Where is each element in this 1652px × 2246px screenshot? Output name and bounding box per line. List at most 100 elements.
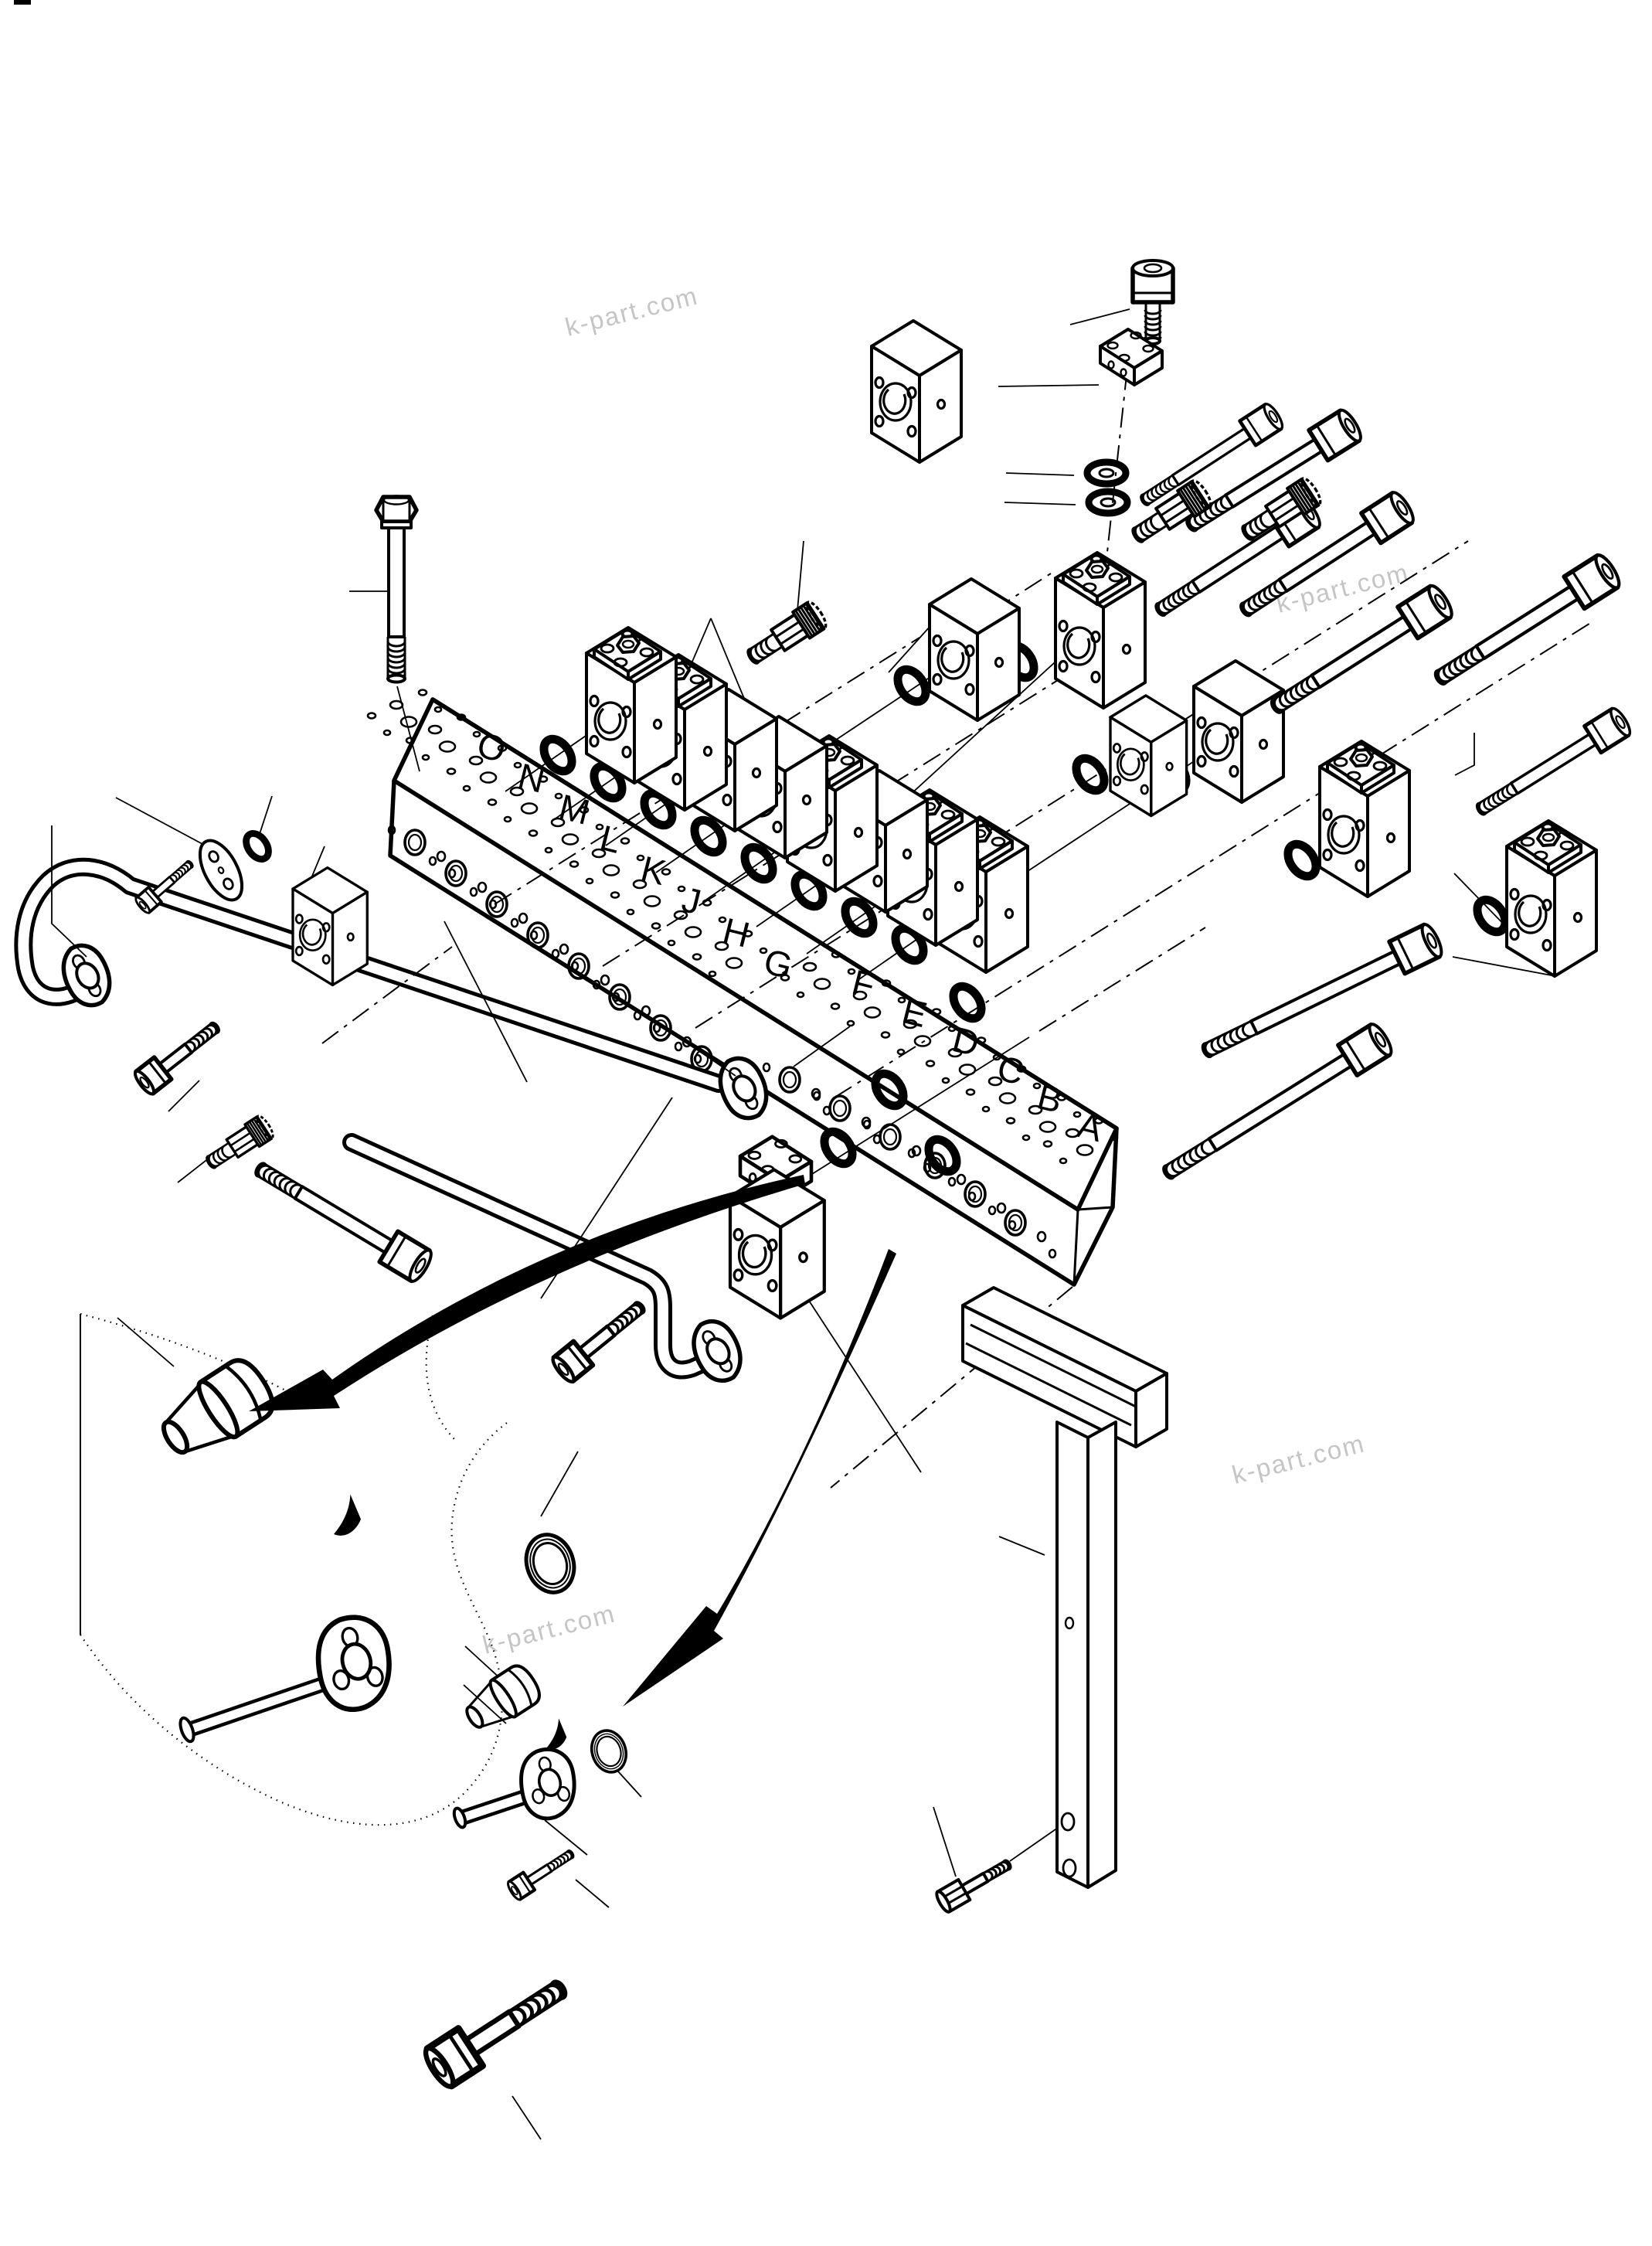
manifold-port-hole bbox=[992, 1053, 1001, 1061]
manifold-port-hole bbox=[436, 850, 447, 863]
manifold-port-hole bbox=[1032, 1082, 1042, 1090]
manifold-port-hole bbox=[759, 947, 768, 955]
manifold-port-hole bbox=[964, 1180, 987, 1208]
manifold-port-hole bbox=[1056, 1094, 1067, 1101]
manifold-port-hole bbox=[1042, 1140, 1053, 1148]
manifold-port-hole bbox=[387, 825, 396, 835]
manifold-port-hole bbox=[653, 1019, 668, 1037]
direction-arrow bbox=[546, 1717, 569, 1751]
manifold-port-hole bbox=[708, 970, 717, 978]
manifold-port-hole bbox=[1076, 1144, 1094, 1156]
spacer-block bbox=[870, 319, 963, 464]
manifold-port-hole bbox=[600, 974, 610, 986]
manifold-port-hole bbox=[987, 1076, 1003, 1087]
manifold-port-hole bbox=[1028, 1104, 1043, 1115]
manifold-port-hole bbox=[673, 910, 688, 921]
manifold-port-hole bbox=[896, 1048, 906, 1056]
manifold-port-hole bbox=[958, 1063, 977, 1076]
manifold-port-hole bbox=[626, 908, 635, 916]
manifold-port-hole bbox=[796, 991, 805, 999]
manifold-port-hole bbox=[428, 856, 437, 866]
hex-bolt bbox=[933, 1852, 1017, 1915]
manifold-port-hole bbox=[636, 854, 645, 862]
manifold-port-hole bbox=[947, 1047, 963, 1058]
end-cover-block bbox=[1109, 694, 1188, 818]
manifold-port-hole bbox=[780, 974, 790, 982]
manifold-port-hole bbox=[567, 952, 590, 980]
o-ring bbox=[892, 665, 932, 707]
manifold-port-hole bbox=[641, 1005, 651, 1017]
manifold-port-hole bbox=[996, 1202, 1007, 1214]
detail-callout-2 bbox=[452, 1249, 896, 1901]
manifold-port-hole bbox=[520, 802, 539, 815]
manifold-port-hole bbox=[469, 886, 478, 897]
pipe-assembly-lower bbox=[342, 1133, 716, 1380]
manifold-port-hole bbox=[1059, 1157, 1068, 1165]
socket-head-bolt bbox=[132, 1015, 226, 1096]
o-ring bbox=[1472, 895, 1511, 938]
hydraulic-fitting bbox=[151, 1353, 280, 1469]
manifold-port-hole bbox=[881, 979, 892, 987]
manifold-port-hole bbox=[661, 868, 671, 876]
pipe-flange-detail bbox=[452, 1744, 583, 1829]
manifold-port-hole bbox=[518, 912, 529, 924]
manifold-port-hole bbox=[585, 877, 594, 885]
hydraulic-fitting bbox=[740, 597, 831, 673]
manifold-port-hole bbox=[610, 891, 620, 899]
manifold-port-hole bbox=[831, 951, 841, 958]
manifold-port-hole bbox=[813, 978, 831, 990]
manifold-port-hole bbox=[569, 860, 580, 868]
manifold-port-hole bbox=[897, 996, 906, 1004]
manifold-port-hole bbox=[925, 1060, 936, 1067]
o-ring bbox=[1071, 754, 1110, 796]
manifold-port-hole bbox=[643, 895, 661, 907]
manifold-port-hole bbox=[456, 713, 467, 721]
manifold-port-hole bbox=[812, 1091, 821, 1101]
manifold-port-hole bbox=[1008, 1213, 1023, 1232]
manifold-port-hole bbox=[941, 1077, 950, 1084]
manifold-port-hole bbox=[1021, 1134, 1031, 1142]
manifold-port-hole bbox=[1072, 1111, 1082, 1118]
socket-head-bolt bbox=[1196, 922, 1445, 1068]
manifold-port-hole bbox=[462, 784, 471, 792]
manifold-port-hole bbox=[998, 1092, 1017, 1104]
manifold-port-hole bbox=[579, 806, 590, 814]
o-ring bbox=[585, 1724, 633, 1778]
manifold-port-hole bbox=[1093, 1117, 1104, 1125]
manifold-port-hole bbox=[438, 740, 457, 753]
manifold-port-hole bbox=[503, 815, 512, 823]
manifold-port-hole bbox=[830, 1002, 841, 1010]
manifold-port-hole bbox=[651, 922, 661, 930]
valve-block bbox=[585, 626, 678, 784]
manifold-port-hole bbox=[403, 829, 427, 856]
manifold-port-hole bbox=[608, 983, 631, 1011]
callout-arrow bbox=[249, 1175, 805, 1411]
end-cover-block bbox=[1192, 659, 1285, 804]
manifold-port-hole bbox=[1048, 1248, 1057, 1259]
o-ring bbox=[519, 1529, 582, 1599]
manifold-port-hole bbox=[743, 930, 753, 938]
manifold-port-hole bbox=[448, 864, 464, 883]
hex-bolt bbox=[376, 496, 416, 682]
manifold-port-hole bbox=[852, 990, 868, 1001]
manifold-port-hole bbox=[846, 1019, 855, 1027]
manifold-port-hole bbox=[902, 1019, 918, 1029]
manifold-port-hole bbox=[544, 846, 553, 854]
manifold-port-hole bbox=[682, 1036, 692, 1048]
manifold-port-hole bbox=[931, 1008, 942, 1016]
manifold-port-hole bbox=[947, 1176, 957, 1187]
socket-head-bolt bbox=[550, 1294, 652, 1384]
manifold-port-hole bbox=[649, 1014, 672, 1042]
manifold-port-hole bbox=[602, 864, 620, 876]
manifold-port-hole bbox=[694, 1050, 709, 1068]
manifold-port-hole bbox=[880, 1031, 891, 1039]
manifold-port-hole bbox=[667, 939, 676, 947]
manifold-port-hole bbox=[561, 833, 580, 846]
washer bbox=[1087, 462, 1126, 484]
direction-arrow bbox=[333, 1492, 365, 1539]
manifold-port-hole bbox=[947, 1025, 957, 1033]
manifold-port-hole bbox=[976, 1036, 987, 1044]
manifold-port-hole bbox=[674, 1041, 683, 1052]
manifold-port-hole bbox=[595, 823, 604, 831]
manifold-port-hole bbox=[1004, 1209, 1027, 1237]
